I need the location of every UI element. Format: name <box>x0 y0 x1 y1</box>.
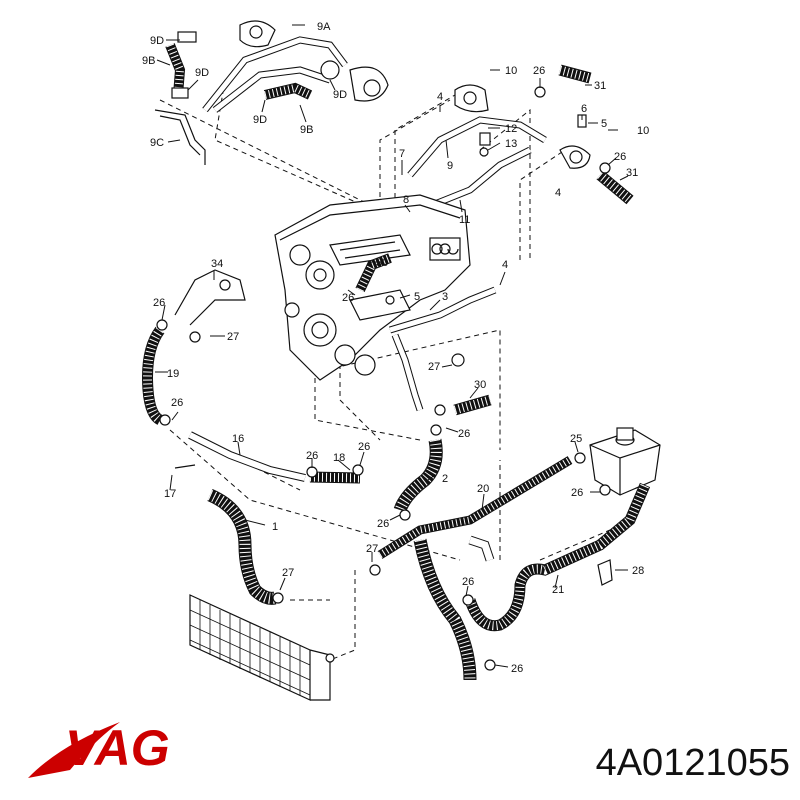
callout-20: 20 <box>477 483 489 495</box>
left-hoses <box>142 269 364 605</box>
callout-18: 18 <box>333 452 345 464</box>
callout-10: 10 <box>637 125 649 137</box>
callout-16: 16 <box>232 433 244 445</box>
vag-logo: VAG <box>28 720 170 778</box>
upper-right-pipe-assembly <box>407 64 634 214</box>
lower-right-hoses <box>369 452 651 681</box>
callout-9d: 9D <box>150 35 164 47</box>
callout-3: 3 <box>442 291 448 303</box>
hose-2 <box>393 424 443 521</box>
callout-9d: 9D <box>253 114 267 126</box>
callout-31: 31 <box>594 80 606 92</box>
callout-9b: 9B <box>300 124 313 136</box>
callout-26: 26 <box>571 487 583 499</box>
callout-6: 6 <box>581 103 587 115</box>
callout-26: 26 <box>614 151 626 163</box>
callout-10: 10 <box>505 65 517 77</box>
callout-8: 8 <box>403 194 409 206</box>
expansion-tank <box>589 427 661 496</box>
callout-4: 4 <box>437 91 443 103</box>
callout-labels: 9D 9A 9B 9D 9D 9D 9B 9C 10 26 31 6 5 10 … <box>142 21 649 675</box>
callout-11: 11 <box>459 214 470 226</box>
logo-swoosh <box>28 722 120 778</box>
callout-21: 21 <box>552 584 564 596</box>
callout-27: 27 <box>366 543 378 555</box>
callout-28: 28 <box>632 565 644 577</box>
callout-26: 26 <box>511 663 523 675</box>
callout-17: 17 <box>164 488 176 500</box>
callout-26: 26 <box>458 428 470 440</box>
callout-25: 25 <box>570 433 582 445</box>
callout-4: 4 <box>555 187 561 199</box>
part-number: 4A0121055 <box>596 742 790 784</box>
callout-26: 26 <box>462 576 474 588</box>
radiator <box>189 594 335 701</box>
callout-26: 26 <box>306 450 318 462</box>
callout-4: 4 <box>502 259 508 271</box>
callout-1: 1 <box>272 521 278 533</box>
upper-coolant-pipe-assembly <box>154 20 389 165</box>
callout-13: 13 <box>505 138 517 150</box>
callout-26: 26 <box>153 297 165 309</box>
callout-9d: 9D <box>195 67 209 79</box>
callout-27: 27 <box>428 361 440 373</box>
callout-30: 30 <box>376 257 388 269</box>
callout-9: 9 <box>447 160 453 172</box>
callout-9b: 9B <box>142 55 155 67</box>
coolant-pipe-3 <box>355 253 497 416</box>
callout-31: 31 <box>626 167 638 179</box>
logo-text: VAG <box>65 720 170 776</box>
callout-9c: 9C <box>150 137 164 149</box>
callout-27: 27 <box>282 567 294 579</box>
engine-block <box>274 194 471 381</box>
callout-9a: 9A <box>317 21 331 33</box>
callout-27: 27 <box>227 331 239 343</box>
callout-2: 2 <box>442 473 448 485</box>
callout-26: 26 <box>533 65 545 77</box>
reference-lines <box>159 79 611 661</box>
callout-26: 26 <box>171 397 183 409</box>
callout-7: 7 <box>399 148 405 160</box>
callout-30: 30 <box>474 379 486 391</box>
callout-9d: 9D <box>333 89 347 101</box>
callout-26: 26 <box>377 518 389 530</box>
callout-12: 12 <box>505 123 517 135</box>
callout-26: 26 <box>358 441 370 453</box>
callout-26: 26 <box>342 292 354 304</box>
callout-34: 34 <box>211 258 223 270</box>
leader-lines <box>155 24 629 668</box>
callout-5: 5 <box>601 118 607 130</box>
callout-5: 5 <box>414 291 420 303</box>
callout-19: 19 <box>167 368 179 380</box>
